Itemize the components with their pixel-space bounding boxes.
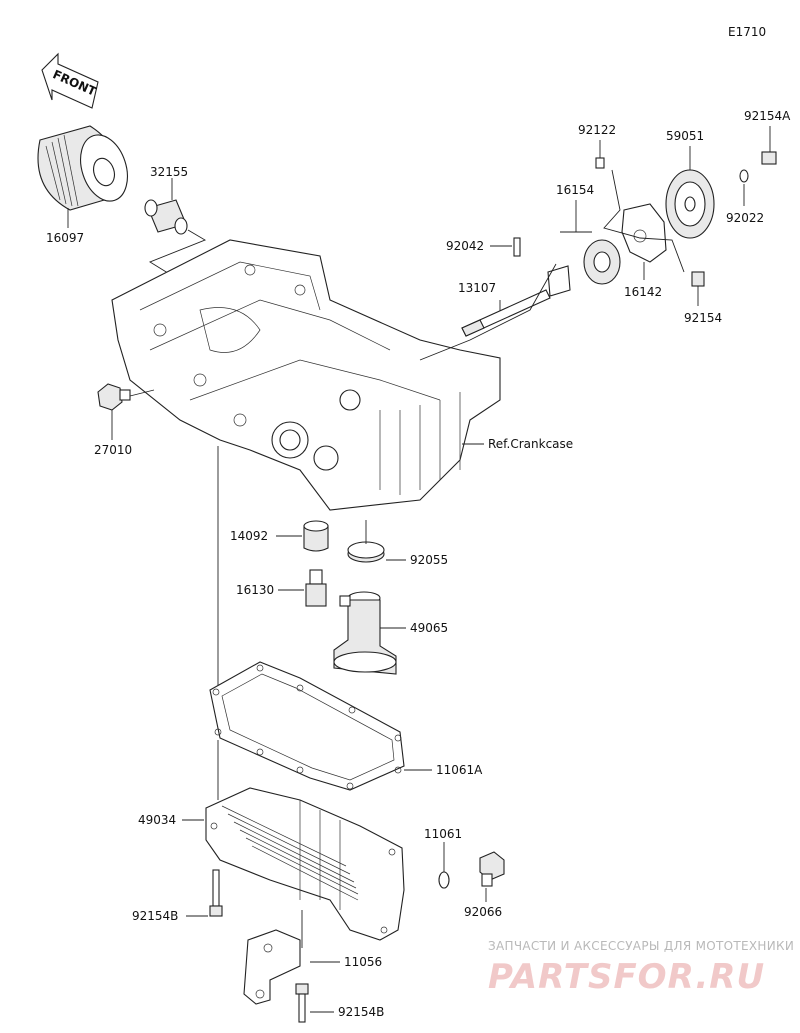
label-11056: 11056 bbox=[344, 955, 382, 969]
plug-27010 bbox=[97, 383, 131, 411]
label-27010: 27010 bbox=[94, 443, 132, 457]
label-16130: 16130 bbox=[236, 583, 274, 597]
rotor-16154 bbox=[547, 239, 621, 297]
oring-92055 bbox=[347, 541, 385, 563]
label-14092: 14092 bbox=[230, 529, 268, 543]
fitting-16130 bbox=[305, 569, 327, 607]
label-92022: 92022 bbox=[726, 211, 764, 225]
bolt-92154B-left bbox=[209, 869, 223, 917]
label-49034: 49034 bbox=[138, 813, 176, 827]
label-16142: 16142 bbox=[624, 285, 662, 299]
bolt-92154 bbox=[691, 271, 705, 287]
drain-plug-92066 bbox=[479, 851, 505, 887]
oil-pan-49034 bbox=[205, 787, 405, 941]
washer-11061 bbox=[438, 871, 450, 889]
pin-92122 bbox=[595, 157, 605, 169]
pipe-32155 bbox=[144, 199, 188, 235]
label-92154B-1: 92154B bbox=[132, 909, 178, 923]
crankcase bbox=[111, 239, 501, 511]
front-arrow-icon: FRONT bbox=[41, 52, 99, 109]
gasket-11061A bbox=[209, 661, 405, 791]
label-ref-crankcase: Ref.Crankcase bbox=[488, 437, 573, 451]
label-49065: 49065 bbox=[410, 621, 448, 635]
oil-filter bbox=[37, 125, 128, 211]
label-59051: 59051 bbox=[666, 129, 704, 143]
label-92154A: 92154A bbox=[744, 109, 791, 123]
label-92066: 92066 bbox=[464, 905, 502, 919]
label-32155: 32155 bbox=[150, 165, 188, 179]
cover-16142 bbox=[621, 203, 667, 263]
label-92154B-2: 92154B bbox=[338, 1005, 384, 1019]
watermark-logo: PARTSFOR.RU bbox=[488, 957, 765, 997]
label-13107: 13107 bbox=[458, 281, 496, 295]
strainer-49065 bbox=[333, 591, 397, 675]
shaft-13107 bbox=[461, 289, 551, 337]
collar-14092 bbox=[303, 520, 329, 552]
label-16154: 16154 bbox=[556, 183, 594, 197]
label-92055: 92055 bbox=[410, 553, 448, 567]
bolt-92154B-bottom bbox=[295, 983, 309, 1023]
label-92154: 92154 bbox=[684, 311, 722, 325]
label-11061: 11061 bbox=[424, 827, 462, 841]
diagram-code: E1710 bbox=[728, 25, 766, 39]
label-16097: 16097 bbox=[46, 231, 84, 245]
pin-92042 bbox=[513, 237, 521, 257]
watermark-tagline: ЗАПЧАСТИ И АКСЕССУАРЫ ДЛЯ МОТОТЕХНИКИ bbox=[488, 939, 794, 953]
gear-59051 bbox=[665, 169, 715, 239]
washer-92022 bbox=[739, 169, 749, 183]
label-11061A: 11061A bbox=[436, 763, 483, 777]
label-92122: 92122 bbox=[578, 123, 616, 137]
label-92042: 92042 bbox=[446, 239, 484, 253]
bracket-11056 bbox=[243, 929, 301, 1005]
bolt-92154A bbox=[761, 151, 777, 165]
